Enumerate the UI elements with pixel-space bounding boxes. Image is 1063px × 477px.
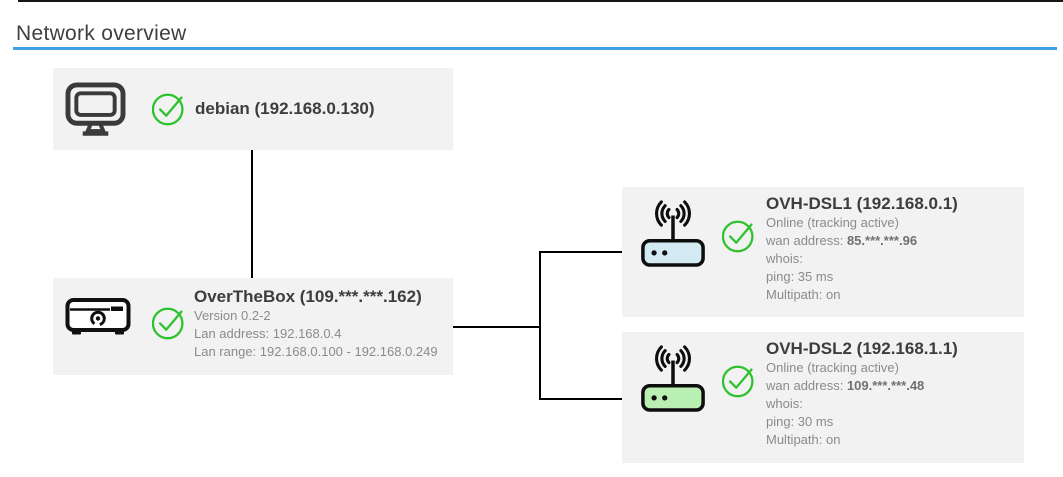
node-title-overthebox: OverTheBox (109.***.***.162)	[194, 287, 422, 306]
connector-trunk-dsl1	[539, 251, 624, 253]
dsl2-ping: ping: 30 ms	[766, 414, 834, 429]
overthebox-version: Version 0.2-2	[194, 308, 271, 323]
node-card-ovh-dsl1: OVH-DSL1 (192.168.0.1) Online (tracking …	[622, 187, 1024, 317]
status-ok-icon	[152, 304, 190, 342]
node-card-overthebox: OverTheBox (109.***.***.162) Version 0.2…	[53, 278, 453, 375]
dsl1-wan-address: wan address: 85.***.***.96	[766, 233, 918, 248]
wifi-router-icon	[640, 196, 706, 268]
dsl2-wan-address: wan address: 109.***.***.48	[766, 378, 925, 393]
status-ok-icon	[722, 362, 760, 400]
dsl1-multipath: Multipath: on	[766, 287, 841, 302]
top-border	[18, 0, 1063, 2]
node-card-ovh-dsl2: OVH-DSL2 (192.168.1.1) Online (tracking …	[622, 332, 1024, 463]
dsl2-multipath: Multipath: on	[766, 432, 841, 447]
title-underline	[13, 47, 1057, 50]
dsl2-status: Online (tracking active)	[766, 360, 899, 375]
dsl2-whois: whois:	[766, 396, 803, 411]
dsl1-whois: whois:	[766, 251, 803, 266]
status-ok-icon	[722, 217, 760, 255]
page-title: Network overview	[16, 22, 187, 46]
wifi-router-icon	[640, 341, 706, 413]
connector-trunk-dsl2	[539, 398, 624, 400]
connector-overthebox-trunk	[453, 326, 540, 328]
overthebox-lan-range: Lan range: 192.168.0.100 - 192.168.0.249	[194, 344, 438, 359]
dsl1-ping: ping: 35 ms	[766, 269, 834, 284]
node-title-ovh-dsl2: OVH-DSL2 (192.168.1.1)	[766, 339, 958, 358]
overthebox-lan-address: Lan address: 192.168.0.4	[194, 326, 342, 341]
connector-debian-overthebox	[251, 150, 253, 278]
dsl1-status: Online (tracking active)	[766, 215, 899, 230]
connector-trunk	[539, 251, 541, 400]
desktop-computer-icon	[64, 81, 127, 138]
node-title-debian: debian (192.168.0.130)	[195, 99, 375, 118]
set-top-box-icon	[65, 297, 131, 339]
node-title-ovh-dsl1: OVH-DSL1 (192.168.0.1)	[766, 194, 958, 213]
status-ok-icon	[152, 90, 190, 128]
node-card-debian: debian (192.168.0.130)	[53, 68, 453, 150]
